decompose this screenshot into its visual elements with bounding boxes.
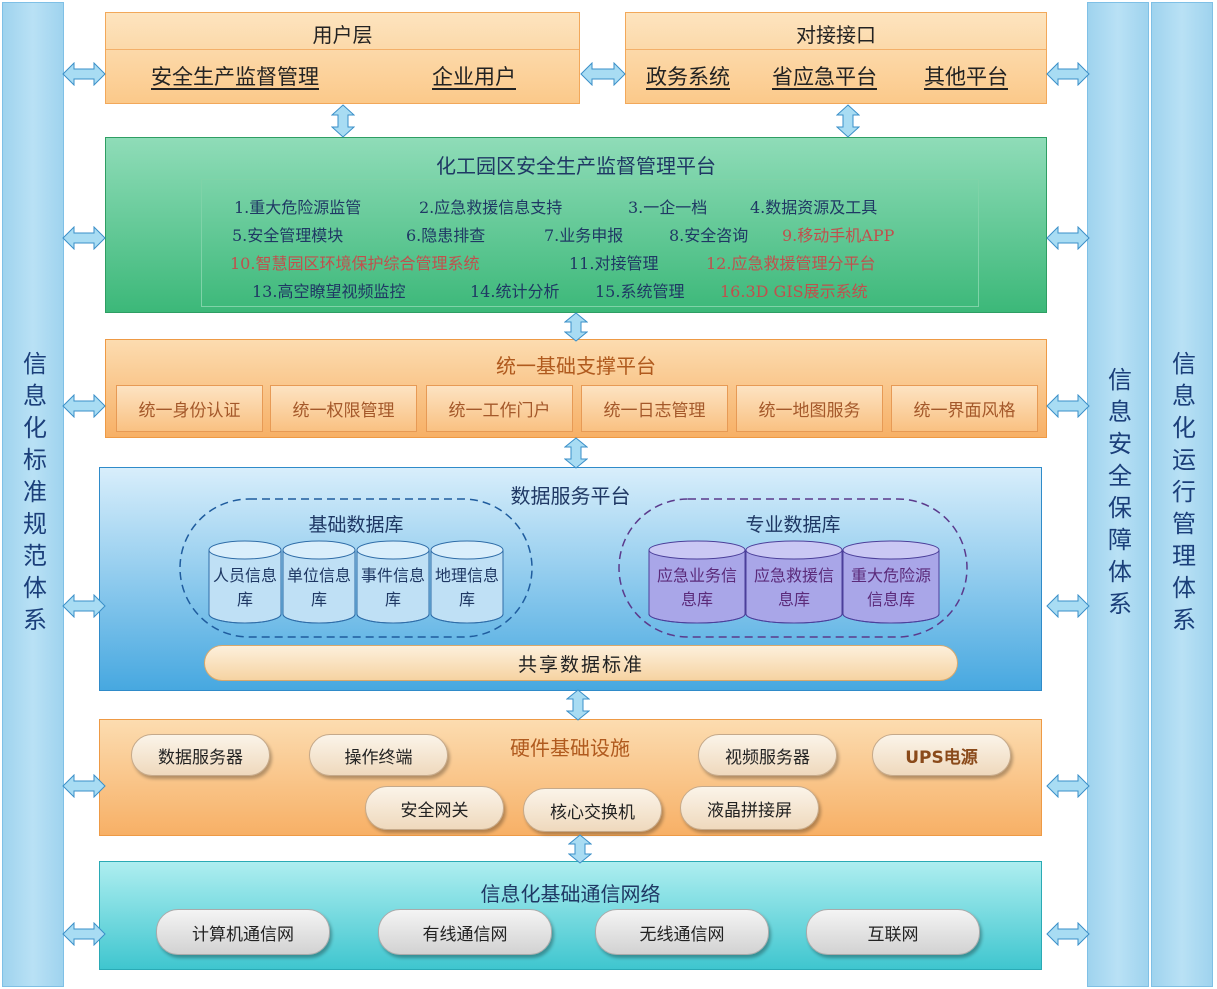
hw-ups: UPS电源: [872, 734, 1011, 776]
arrow-horizontal: [1046, 394, 1090, 418]
arrow-horizontal: [1046, 774, 1090, 798]
hw-lcd-wall: 液晶拼接屏: [680, 786, 819, 830]
arrow-horizontal: [580, 62, 626, 86]
arrow-horizontal: [1046, 226, 1090, 250]
support-item-ui-style: 统一界面风格: [891, 385, 1038, 432]
hw-video-server: 视频服务器: [698, 734, 837, 776]
security-bar: 信息安全保障体系: [1087, 2, 1149, 987]
db-major-hazard-label: 重大危险源信息库: [850, 566, 931, 609]
db-geo-label: 地理信息库: [434, 566, 499, 609]
data-service-platform: 数据服务平台 基础数据库 专业数据库 人员信息库 单位信息库 事件信息库 地理信…: [99, 467, 1042, 691]
module-8: 8.安全咨询: [669, 226, 749, 245]
operation-bar-label: 信息化运行管理体系: [1167, 350, 1196, 639]
net-computer: 计算机通信网: [156, 909, 330, 955]
interface-item-gov: 政务系统: [646, 65, 730, 89]
db-emergency-business-label: 应急业务信息库: [656, 566, 737, 609]
support-item-map: 统一地图服务: [736, 385, 883, 432]
user-layer: 用户层 安全生产监督管理 企业用户: [105, 12, 580, 104]
arrow-horizontal: [62, 774, 106, 798]
arrow-vertical: [568, 834, 592, 864]
support-platform: 统一基础支撑平台 统一身份认证 统一权限管理 统一工作门户 统一日志管理 统一地…: [105, 339, 1047, 438]
special-db-outline: [618, 498, 968, 638]
arrow-horizontal: [62, 922, 106, 946]
network-title: 信息化基础通信网络: [480, 882, 661, 906]
special-db-title: 专业数据库: [745, 514, 841, 536]
db-major-hazard: 重大危险源信息库: [842, 540, 940, 624]
db-event-label: 事件信息库: [360, 566, 425, 609]
net-wireless: 无线通信网: [595, 909, 769, 955]
interface-item-other: 其他平台: [924, 65, 1008, 89]
operation-bar: 信息化运行管理体系: [1151, 2, 1213, 987]
hw-gateway: 安全网关: [365, 786, 504, 830]
supervision-platform: 化工园区安全生产监督管理平台 1.重大危险源监管 2.应急救援信息支持 3.一企…: [105, 137, 1047, 313]
basic-db-title: 基础数据库: [308, 514, 404, 536]
hardware-title: 硬件基础设施: [510, 736, 630, 760]
db-emergency-rescue: 应急救援信息库: [745, 540, 843, 624]
user-item-supervision: 安全生产监督管理: [151, 65, 319, 89]
module-4: 4.数据资源及工具: [750, 198, 878, 217]
support-item-permission: 统一权限管理: [270, 385, 417, 432]
arrow-vertical: [566, 689, 590, 721]
db-unit-label: 单位信息库: [286, 566, 351, 609]
module-frame: [201, 179, 979, 307]
db-geo: 地理信息库: [430, 540, 504, 624]
db-emergency-rescue-label: 应急救援信息库: [753, 566, 834, 609]
arrow-vertical: [836, 104, 860, 138]
arrow-horizontal: [62, 62, 106, 86]
module-2: 2.应急救援信息支持: [419, 198, 563, 217]
arrow-vertical: [564, 312, 588, 342]
db-event: 事件信息库: [356, 540, 430, 624]
arrow-horizontal: [62, 226, 106, 250]
arrow-vertical: [564, 437, 588, 469]
arrow-vertical: [331, 104, 355, 138]
module-1: 1.重大危险源监管: [234, 198, 362, 217]
module-15: 15.系统管理: [595, 282, 685, 301]
support-item-auth: 统一身份认证: [116, 385, 263, 432]
db-personnel: 人员信息库: [208, 540, 282, 624]
security-bar-label: 信息安全保障体系: [1103, 366, 1132, 623]
arrow-horizontal: [1046, 62, 1090, 86]
module-10: 10.智慧园区环境保护综合管理系统: [230, 254, 480, 273]
module-13: 13.高空瞭望视频监控: [252, 282, 406, 301]
standards-bar-label: 信息化标准规范体系: [18, 350, 47, 639]
shared-data-standard: 共享数据标准: [204, 645, 958, 681]
db-personnel-label: 人员信息库: [212, 566, 277, 609]
platform-title: 化工园区安全生产监督管理平台: [436, 154, 716, 178]
user-item-enterprise: 企业用户: [432, 65, 516, 89]
data-service-title: 数据服务平台: [510, 484, 631, 508]
hw-core-switch: 核心交换机: [523, 788, 662, 832]
module-6: 6.隐患排查: [406, 226, 486, 245]
support-title: 统一基础支撑平台: [496, 354, 656, 378]
module-11: 11.对接管理: [569, 254, 659, 273]
interface-layer: 对接接口 政务系统 省应急平台 其他平台: [625, 12, 1047, 104]
arrow-horizontal: [1046, 922, 1090, 946]
net-wired: 有线通信网: [378, 909, 552, 955]
basic-db-outline: [179, 498, 533, 638]
network-layer: 信息化基础通信网络 计算机通信网 有线通信网 无线通信网 互联网: [99, 861, 1042, 970]
net-internet: 互联网: [806, 909, 980, 955]
arrow-horizontal: [1046, 594, 1090, 618]
db-emergency-business: 应急业务信息库: [648, 540, 746, 624]
interface-item-province: 省应急平台: [772, 65, 877, 89]
interface-layer-title: 对接接口: [796, 23, 876, 47]
module-12: 12.应急救援管理分平台: [706, 254, 876, 273]
module-7: 7.业务申报: [544, 226, 624, 245]
module-5: 5.安全管理模块: [232, 226, 344, 245]
hardware-layer: 硬件基础设施 数据服务器 操作终端 视频服务器 UPS电源 安全网关 核心交换机…: [99, 719, 1042, 836]
user-layer-title: 用户层: [312, 23, 373, 47]
module-16: 16.3D GIS展示系统: [720, 282, 868, 301]
arrow-horizontal: [62, 594, 106, 618]
module-3: 3.一企一档: [628, 198, 708, 217]
hw-data-server: 数据服务器: [131, 734, 270, 776]
support-item-portal: 统一工作门户: [426, 385, 573, 432]
support-item-log: 统一日志管理: [581, 385, 728, 432]
module-14: 14.统计分析: [470, 282, 560, 301]
hw-terminal: 操作终端: [309, 734, 448, 776]
standards-bar: 信息化标准规范体系: [2, 2, 64, 987]
module-9: 9.移动手机APP: [782, 226, 895, 245]
arrow-horizontal: [62, 394, 106, 418]
db-unit: 单位信息库: [282, 540, 356, 624]
